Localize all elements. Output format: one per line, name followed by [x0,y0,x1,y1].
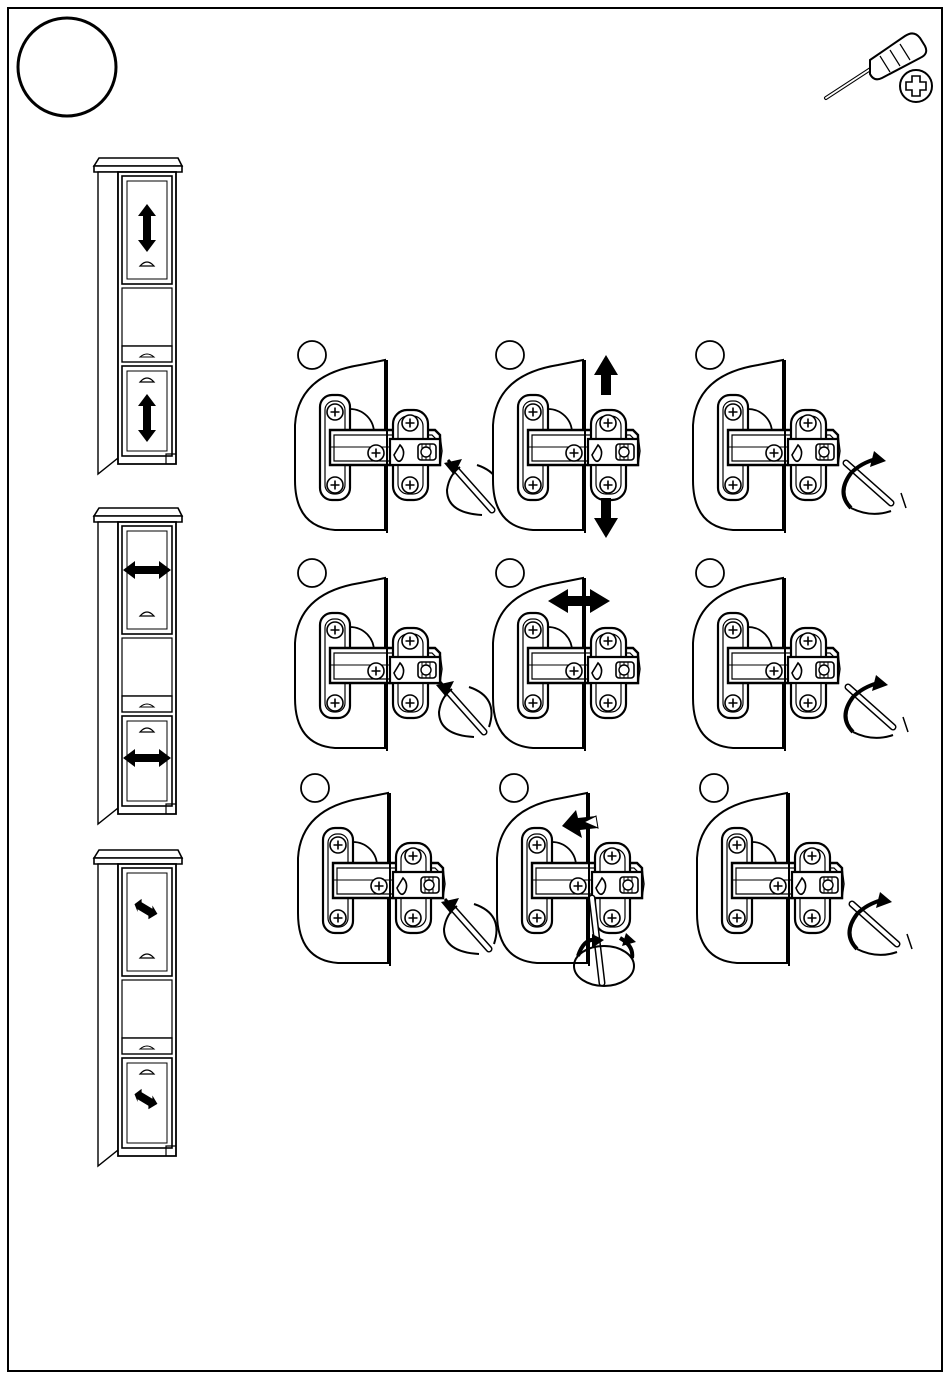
hinge-step-5 [493,559,640,751]
phillips-screwdriver-icon [826,33,932,102]
hinge-step-9 [697,774,912,966]
screwdriver-counterclockwise-icon [441,898,497,954]
hinge-step-6 [693,559,908,751]
down-arrow-icon [594,498,618,538]
step-badge [496,559,524,587]
cabinet-side-adjustment [94,508,182,824]
hinge-step-3 [693,341,906,533]
screwdriver-clockwise-icon [850,892,913,955]
hinge-step-4 [295,559,492,751]
hinge-step-2 [493,341,640,538]
hinge-step-7 [298,774,497,966]
screwdriver-counterclockwise-icon [436,681,492,737]
screwdriver-counterclockwise-icon [444,459,500,515]
up-arrow-icon [594,355,618,395]
cabinet-height-adjustment [94,158,182,474]
step-badge [696,559,724,587]
hinge-step-8 [497,774,644,986]
step-badge [500,774,528,802]
step-badge [301,774,329,802]
step-badge [696,341,724,369]
screwdriver-clockwise-icon [846,675,909,738]
step-badge [298,341,326,369]
cabinet-depth-adjustment [94,850,182,1166]
step-badge [298,559,326,587]
step-badge [496,341,524,369]
step-number-badge [18,18,116,116]
step-badge [700,774,728,802]
hinge-step-1 [295,341,500,533]
screwdriver-clockwise-icon [844,451,907,514]
